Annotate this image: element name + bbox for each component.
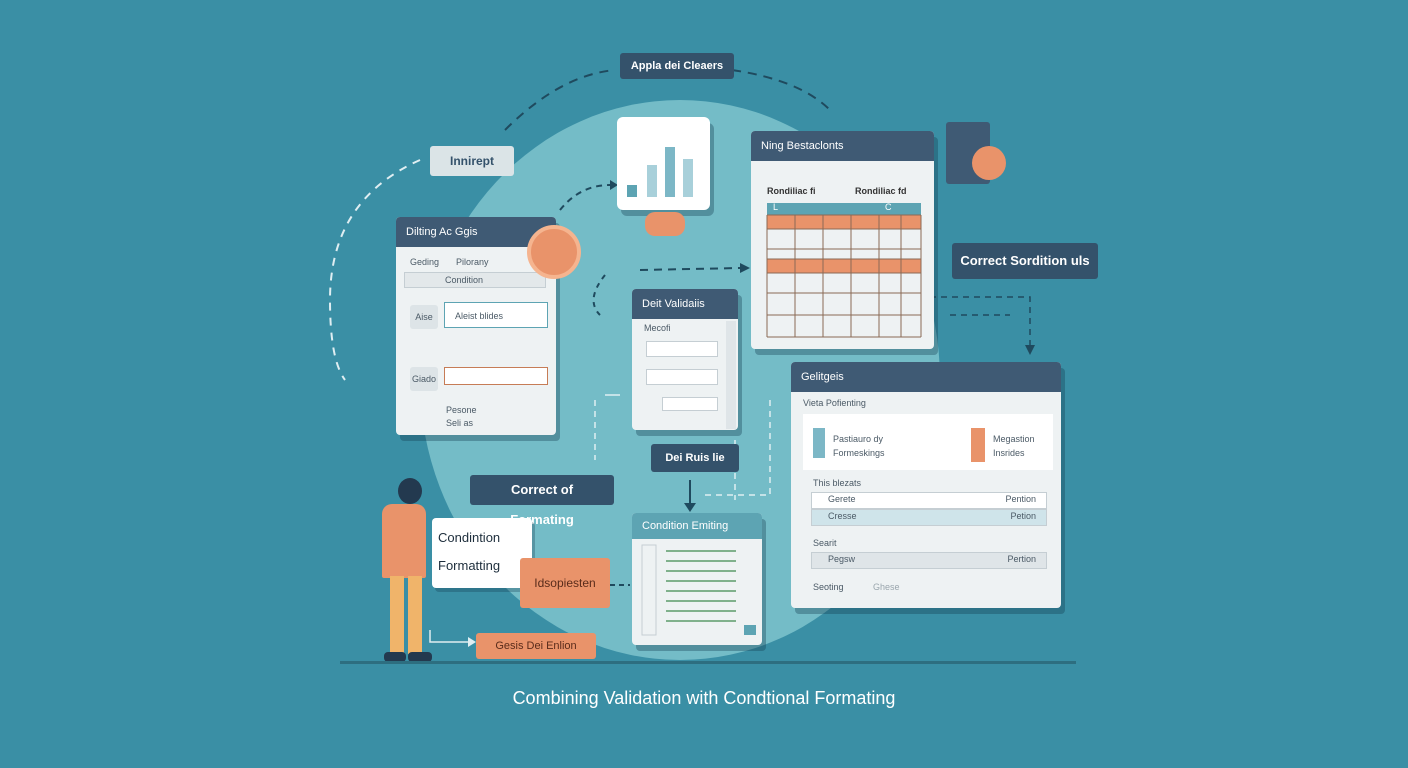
orange-tooltip: Idsopiesten [520, 558, 610, 608]
rules-footer-1: Seoting [813, 582, 844, 592]
rule-row-3-label: Pegsw [828, 554, 856, 564]
validation-scrollbar[interactable] [726, 321, 736, 429]
rules-section-1: This blezats [813, 478, 862, 488]
footer-item-1: Pesone [446, 405, 477, 415]
chart-card [617, 117, 710, 210]
table-header-row: L C [767, 202, 921, 215]
editing-card: Dilting Ac Ggis Geding Pilorany Conditio… [396, 217, 556, 435]
field1-input[interactable]: Aleist blides [444, 302, 548, 328]
table-card-title: Ning Bestaclonts [751, 131, 934, 161]
field2-label: Giado [410, 367, 438, 391]
tab-general[interactable]: Geding [410, 257, 440, 267]
option1-icon [813, 428, 825, 458]
callout-line-2: Formatting [438, 558, 501, 573]
option2-icon [971, 428, 985, 462]
footer-item-2: Seli as [446, 418, 474, 428]
flag-c: C [885, 202, 892, 212]
apply-rules-label: Appla dei Cleaers [620, 53, 734, 79]
validation-row-2[interactable] [646, 369, 718, 385]
table-col-2: Rondiliac fd [855, 186, 907, 196]
ground-line [340, 661, 1076, 664]
diagram-caption: Combining Validation with Condtional For… [512, 688, 896, 708]
condition-editing-lines [641, 544, 756, 636]
correct-condition-label: Correct Sordition uls [952, 243, 1098, 279]
condition-editing-card: Condition Emiting [632, 513, 762, 645]
rule-row-1-label: Gerete [828, 494, 856, 504]
flag-l: L [773, 202, 779, 212]
rules-subtitle: Vieta Pofienting [803, 398, 866, 408]
rule-row-1-value: Pention [1005, 494, 1036, 504]
rule-row-2-value: Petion [1010, 511, 1036, 521]
validation-label: Mecofi [644, 323, 671, 333]
rule-row-3-value: Pertion [1007, 554, 1036, 564]
condition-editing-title: Condition Emiting [632, 513, 762, 539]
table-card: Ning Bestaclonts Rondiliac fi Rondiliac … [751, 131, 934, 349]
table-col-1: Rondiliac fi [767, 186, 816, 196]
rule-row-3[interactable]: Pegsw Pertion [811, 552, 1047, 569]
data-rules-label: Dei Ruis lie [651, 444, 739, 472]
bottom-orange-label: Gesis Dei Enlion [476, 633, 596, 659]
rules-card-title: Gelitgeis [791, 362, 1061, 392]
field2-input[interactable] [444, 367, 548, 385]
rules-options [803, 414, 1053, 470]
validation-card-title: Deit Validaiis [632, 289, 738, 319]
input-label: Innirept [430, 146, 514, 176]
person-illustration [378, 478, 438, 664]
gear-icon [527, 225, 581, 279]
rule-row-2[interactable]: Cresse Petion [811, 509, 1047, 526]
correct-formatting-label: Correct of Formating [470, 475, 614, 527]
table-grid [766, 214, 922, 338]
validation-row-1[interactable] [646, 341, 718, 357]
rules-card: Gelitgeis Vieta Pofienting Pastiauro dy … [791, 362, 1061, 608]
rules-footer-2: Ghese [873, 582, 900, 592]
rule-row-1[interactable]: Gerete Pention [811, 492, 1047, 509]
tab-primary[interactable]: Pilorany [456, 257, 489, 267]
option1-line1[interactable]: Pastiauro dy [833, 434, 884, 444]
editing-card-title: Dilting Ac Ggis [396, 217, 556, 247]
field1-label: Aise [410, 305, 438, 329]
condition-section: Condition [404, 272, 546, 288]
validation-card: Deit Validaiis Mecofi [632, 289, 738, 430]
bar-chart-icon [627, 147, 693, 197]
validation-row-3[interactable] [662, 397, 718, 411]
rules-section-2: Searit [813, 538, 837, 548]
rule-row-2-label: Cresse [828, 511, 857, 521]
option2-line2[interactable]: Insrides [993, 448, 1025, 458]
condition-formatting-callout: Condintion Formatting [432, 518, 532, 588]
option2-line1[interactable]: Megastion [993, 434, 1035, 444]
hand-pointer-icon [645, 212, 685, 236]
option1-line2[interactable]: Formeskings [833, 448, 885, 458]
gear-small-icon [972, 146, 1006, 180]
callout-line-1: Condintion [438, 530, 501, 545]
